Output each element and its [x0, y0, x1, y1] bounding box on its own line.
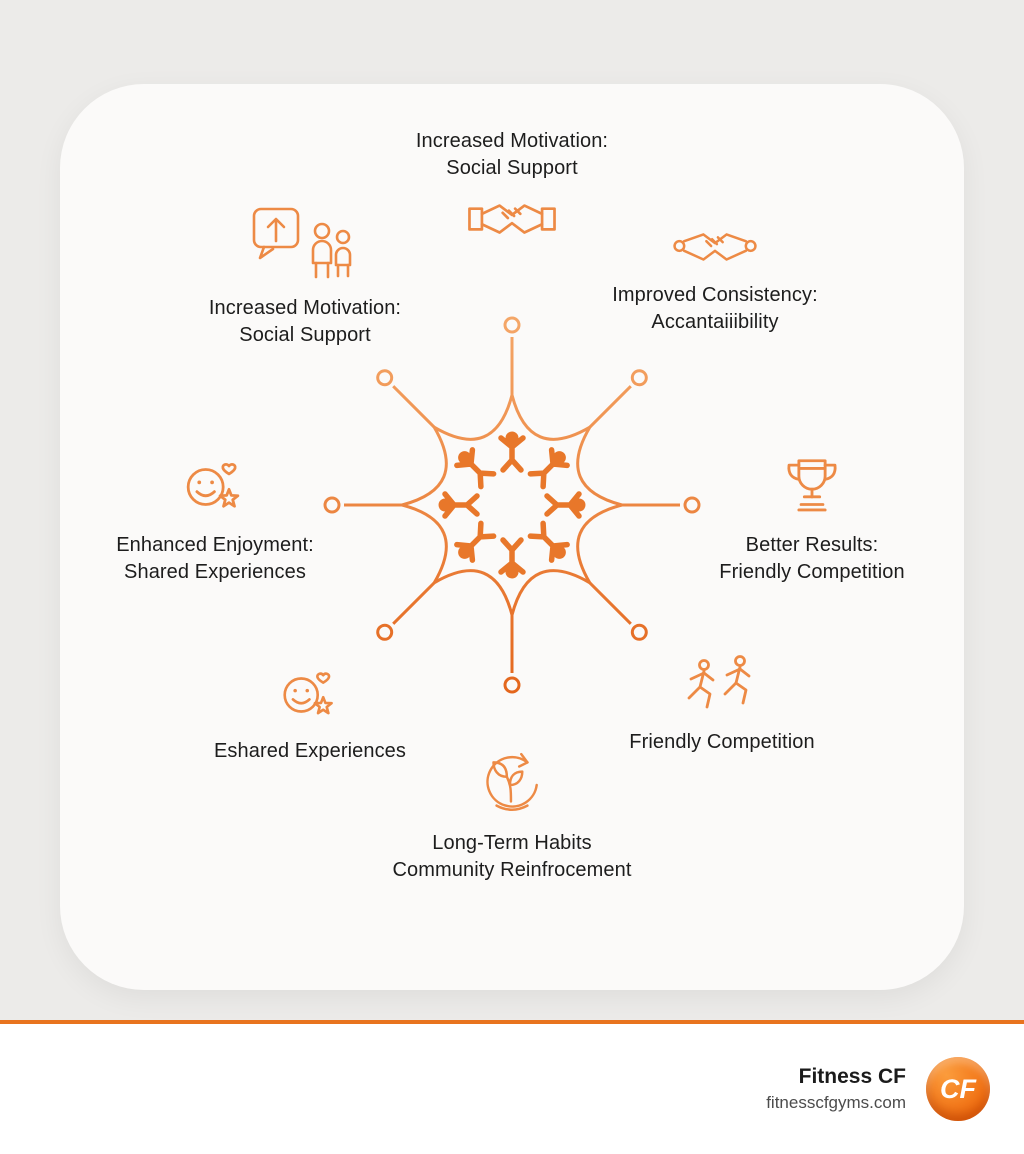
item-label-line: Social Support — [446, 157, 578, 179]
handshake-icon — [468, 204, 556, 234]
item-label-line: Increased Motivation: — [208, 297, 402, 319]
fitness-cf-logo: CF — [926, 1057, 990, 1121]
item-label: Eshared Experiences — [214, 738, 406, 765]
people-circle-icon — [323, 316, 701, 694]
brand-website: fitnesscfgyms.com — [766, 1093, 906, 1112]
item-label-line: Enhanced Enjoyment: — [116, 534, 314, 556]
item-label-line: Increased Motivation: — [415, 130, 609, 152]
item-label: Improved Consistency: Accantaiiibility — [612, 282, 818, 336]
diagram-item-top: Increased Motivation: Social Support — [332, 128, 692, 256]
item-label: Increased Motivation: Social Support — [416, 128, 608, 182]
item-label: Friendly Competition — [629, 729, 814, 756]
item-label: Increased Motivation: Social Support — [209, 295, 401, 349]
diagram-item-bottom: Long-Term Habits Community Reinfrocement — [342, 748, 682, 884]
item-label-line: Shared Experiences — [124, 561, 306, 583]
item-label: Better Results: Friendly Competition — [719, 532, 904, 586]
item-label: Long-Term Habits Community Reinfrocement — [392, 830, 631, 884]
people-ring — [438, 431, 586, 579]
diagram-item-upper-right: Improved Consistency: Accantaiiibility — [555, 220, 875, 336]
item-label-line: Social Support — [239, 324, 371, 346]
item-label-line: Friendly Competition — [719, 561, 905, 583]
diagram-item-lower-right: Friendly Competition — [572, 655, 872, 756]
trophy-icon — [787, 459, 837, 512]
smiley-heart-star-icon — [283, 672, 333, 715]
item-label: Enhanced Enjoyment: Shared Experiences — [116, 532, 314, 586]
plant-cycle-icon — [486, 752, 538, 811]
diagram-item-right: Better Results: Friendly Competition — [657, 452, 967, 586]
smiley-heart-star-icon — [186, 463, 240, 508]
item-label-line: Long-Term Habits — [432, 832, 592, 854]
item-label-line: Friendly Competition — [629, 731, 815, 753]
starburst-outline — [323, 316, 701, 694]
footer-bar: Fitness CF fitnesscfgyms.com CF — [0, 1020, 1024, 1154]
item-label-line: Accantaiiibility — [651, 311, 779, 333]
logo-text: CF — [940, 1073, 976, 1104]
diagram-item-left: Enhanced Enjoyment: Shared Experiences — [60, 452, 370, 586]
infographic-card: Increased Motivation: Social Support — [60, 84, 964, 990]
diagram-item-upper-left: Increased Motivation: Social Support — [145, 205, 465, 349]
item-label-line: Community Reinfrocement — [392, 859, 632, 881]
item-label-line: Improved Consistency: — [612, 284, 818, 306]
runners-icon — [687, 655, 751, 709]
diagram-item-lower-left: Eshared Experiences — [150, 662, 470, 765]
item-label-line: Better Results: — [745, 534, 879, 556]
handshake-icon — [673, 233, 757, 261]
brand-block: Fitness CF fitnesscfgyms.com — [766, 1065, 906, 1113]
item-label-line: Eshared Experiences — [213, 740, 406, 762]
brand-name: Fitness CF — [798, 1065, 906, 1088]
speech-bubble-people-icon — [252, 207, 352, 279]
